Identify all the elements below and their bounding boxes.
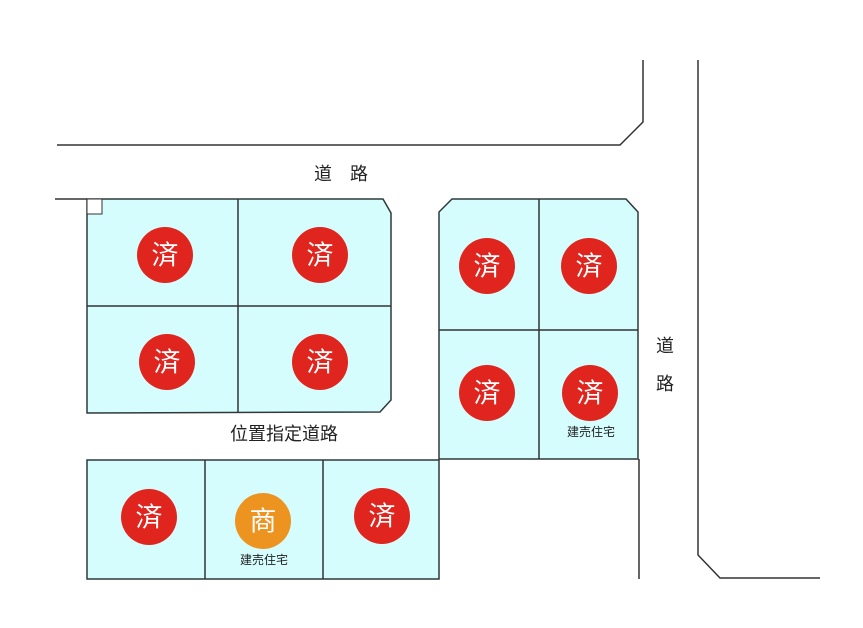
side-road-label-1: 道	[656, 336, 674, 357]
lot-9: 済	[121, 489, 177, 545]
badge-mark: 済	[307, 241, 334, 272]
lot-badges: 済済済済済済済済建売住宅済商建売住宅済	[121, 227, 618, 567]
block-north-west	[86, 198, 392, 414]
corner-marker	[86, 198, 103, 215]
private-road-label: 位置指定道路	[230, 424, 338, 445]
sold-badge	[137, 227, 193, 283]
badge-mark: 済	[154, 348, 181, 379]
right-road-edge	[697, 60, 820, 579]
badge-mark: 済	[474, 379, 501, 410]
lot-11: 済	[354, 488, 410, 544]
lot-4: 済	[292, 334, 348, 390]
lot-7: 済	[459, 365, 515, 421]
badge-mark: 済	[136, 503, 163, 534]
road-lines	[55, 60, 820, 579]
lot-note: 建売住宅	[567, 424, 615, 439]
badge-mark: 済	[474, 252, 501, 283]
badge-mark: 済	[369, 502, 396, 533]
lot-6: 済	[561, 238, 617, 294]
lot-divider	[439, 199, 638, 459]
sold-badge	[562, 365, 618, 421]
badge-mark: 済	[576, 252, 603, 283]
lot-3: 済	[139, 334, 195, 390]
lot-1: 済	[137, 227, 193, 283]
badge-mark: 商	[250, 507, 277, 538]
sold-badge	[121, 489, 177, 545]
sold-badge	[292, 334, 348, 390]
lot-2: 済	[292, 227, 348, 283]
lot-5: 済	[459, 238, 515, 294]
lot-divider	[87, 199, 391, 412]
sold-badge	[561, 238, 617, 294]
sold-badge	[292, 227, 348, 283]
top-road-edge	[57, 60, 644, 146]
sold-badge	[459, 365, 515, 421]
badge-mark: 済	[307, 348, 334, 379]
sold-badge	[459, 238, 515, 294]
badge-mark: 済	[152, 241, 179, 272]
sold-badge	[139, 334, 195, 390]
badge-mark: 済	[577, 379, 604, 410]
lot-divider	[204, 460, 324, 579]
sold-badge	[354, 488, 410, 544]
negotiating-badge	[235, 493, 291, 549]
side-road-label-2: 路	[656, 374, 674, 395]
top-road-label: 道 路	[314, 164, 368, 185]
lot-note: 建売住宅	[240, 552, 288, 567]
block-north-east	[438, 198, 639, 460]
